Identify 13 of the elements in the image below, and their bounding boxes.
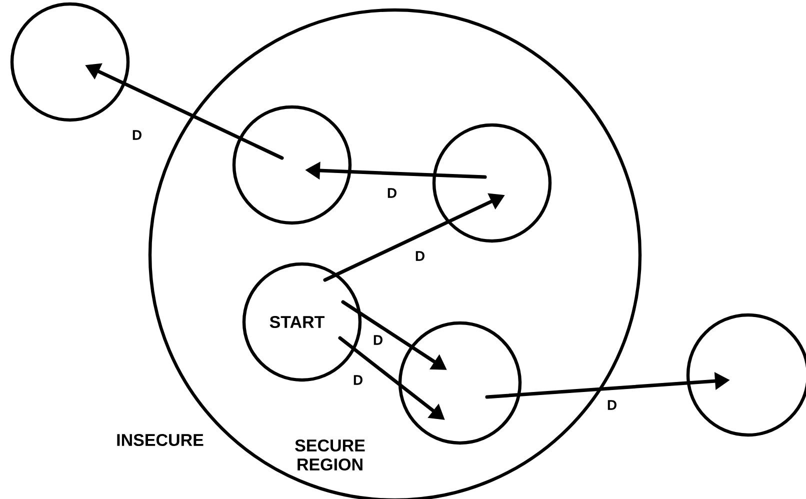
edge-label: D bbox=[386, 187, 398, 199]
state-circle bbox=[232, 105, 352, 225]
edge-label: D bbox=[372, 334, 384, 346]
region-label: INSECURE bbox=[117, 434, 204, 446]
edge-label: D bbox=[606, 399, 618, 411]
edge-label: D bbox=[130, 129, 144, 141]
state-circle bbox=[398, 321, 522, 445]
node-text: SECURE REGION bbox=[295, 439, 365, 471]
edge-label: D bbox=[352, 374, 364, 386]
state-circle bbox=[432, 123, 552, 243]
node-text: START bbox=[270, 316, 325, 328]
edge-label: D bbox=[414, 250, 426, 262]
state-circle bbox=[10, 2, 130, 122]
